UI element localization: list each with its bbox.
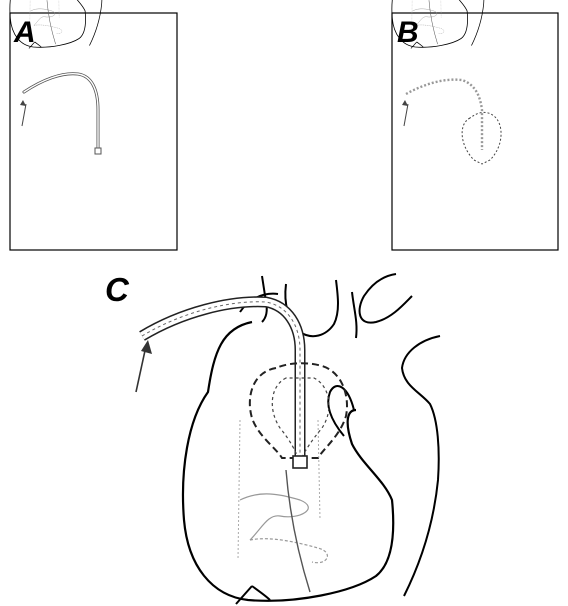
panel-label-c: C: [105, 273, 129, 306]
panel-b-catheter: [402, 80, 501, 164]
panel-label-a: A: [14, 18, 36, 48]
panel-c-catheter: [136, 302, 347, 468]
panel-c-drawing: [183, 274, 440, 604]
panel-label-b: B: [397, 18, 419, 48]
panel-a-catheter: [20, 74, 101, 154]
